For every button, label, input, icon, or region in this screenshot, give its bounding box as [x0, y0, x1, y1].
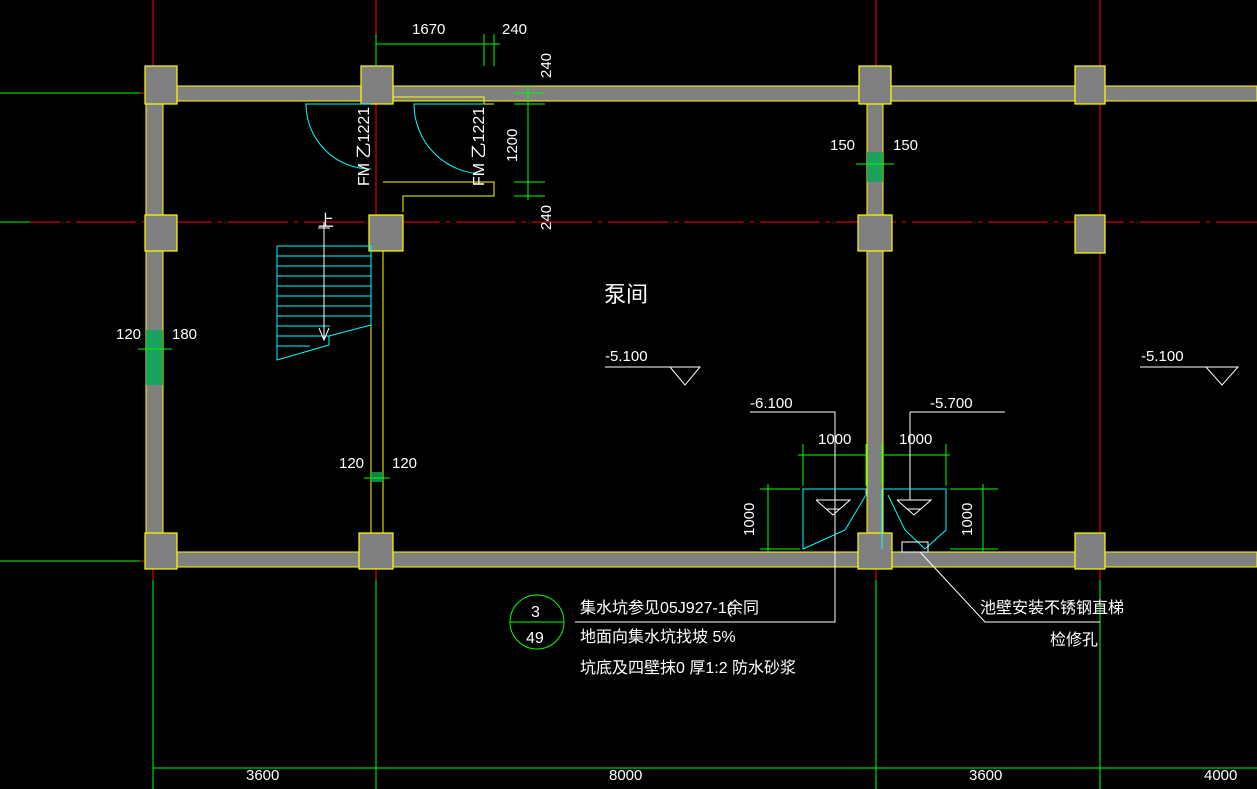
dim-text-240-top: 240 — [502, 21, 527, 38]
wall-middle-opening — [867, 152, 883, 182]
door-label-1: FM 乙1221 — [356, 107, 373, 186]
column — [368, 214, 404, 252]
wall-top-right — [1099, 85, 1257, 102]
column — [857, 532, 893, 570]
column — [144, 214, 178, 252]
door-label-2: FM 乙1221 — [471, 107, 488, 186]
sump-pit-right-slope — [887, 494, 926, 550]
axis-dim-4: 4000 — [1204, 767, 1237, 784]
dim-text-1200: 1200 — [504, 129, 521, 162]
note-line-3: 坑底及四壁抹0 厚1:2 防水砂浆 — [580, 658, 796, 677]
level-text-pit-right: -5.700 — [930, 395, 973, 412]
pit-leader-line — [575, 411, 836, 623]
axis-dim-2: 8000 — [609, 767, 642, 784]
note-line-2: 地面向集水坑找坡 5% — [580, 628, 736, 646]
access-hatch — [901, 541, 929, 553]
note-line-1-suffix: 余同 — [727, 598, 759, 617]
level-text-room: -5.100 — [605, 348, 648, 365]
dim-text-180: 180 — [172, 326, 197, 343]
room-name: 泵间 — [604, 282, 648, 307]
column — [144, 65, 178, 105]
level-markers — [575, 366, 1240, 623]
column — [858, 65, 892, 105]
level-text-pit-left: -6.100 — [750, 395, 793, 412]
pit-level-mark-icon — [815, 499, 852, 516]
detail-callout — [509, 594, 565, 650]
dim-text-120-partition-right: 120 — [392, 455, 417, 472]
dim-text-120-wall: 120 — [116, 326, 141, 343]
ladder-leader-line — [919, 551, 1100, 623]
column — [144, 532, 178, 570]
pit-level-mark-icon — [896, 499, 933, 516]
partition-wall — [370, 239, 384, 556]
level-mark-icon — [605, 366, 702, 386]
door-swing-arc-1 — [305, 103, 372, 170]
detail-callout-top: 3 — [531, 604, 540, 621]
dim-text-150-left: 150 — [830, 137, 855, 154]
sump-pit-left — [802, 488, 867, 550]
stair-up-label: 上 — [318, 212, 334, 230]
note-line-1: 集水坑参见05J927-1( — [580, 599, 733, 617]
wall-bottom-right — [1099, 551, 1257, 568]
column — [1074, 214, 1106, 254]
dim-text-240-v-mid: 240 — [538, 205, 555, 230]
ladder-note-1: 池壁安装不锈钢直梯 — [980, 598, 1124, 617]
column — [1074, 65, 1106, 105]
dim-text-pit-1000-right: 1000 — [899, 431, 932, 448]
wall-left-opening — [146, 330, 163, 385]
column — [1074, 532, 1106, 570]
door-swing-arc-2 — [413, 103, 485, 175]
column — [857, 214, 893, 252]
axis-dim-3: 3600 — [969, 767, 1002, 784]
wall-left — [145, 92, 164, 562]
door-partition — [383, 181, 495, 212]
level-text-right: -5.100 — [1141, 348, 1184, 365]
axis-dim-1: 3600 — [246, 767, 279, 784]
partition-opening — [371, 472, 383, 482]
dim-text-pit-1000-vl: 1000 — [741, 503, 758, 536]
dim-text-240-v-top: 240 — [538, 53, 555, 78]
level-mark-icon — [1140, 366, 1240, 386]
wall-top — [152, 85, 1101, 102]
dim-text-120-partition-left: 120 — [339, 455, 364, 472]
dim-text-pit-1000-vr: 1000 — [959, 503, 976, 536]
dim-text-150-right: 150 — [893, 137, 918, 154]
doors: FM 乙1221 FM 乙1221 — [305, 103, 488, 186]
sump-pits — [802, 488, 1100, 623]
column — [360, 65, 394, 105]
stair-arrow-icon — [318, 327, 330, 342]
sump-pit-right — [881, 488, 947, 550]
columns — [144, 65, 1106, 570]
dim-text-1670: 1670 — [412, 21, 445, 38]
column — [358, 532, 394, 570]
stair — [276, 222, 372, 361]
dimension-lines — [138, 34, 1257, 769]
ladder-note-2: 检修孔 — [1050, 631, 1098, 649]
wall-bottom — [144, 551, 1101, 568]
detail-callout-bottom: 49 — [526, 630, 544, 647]
